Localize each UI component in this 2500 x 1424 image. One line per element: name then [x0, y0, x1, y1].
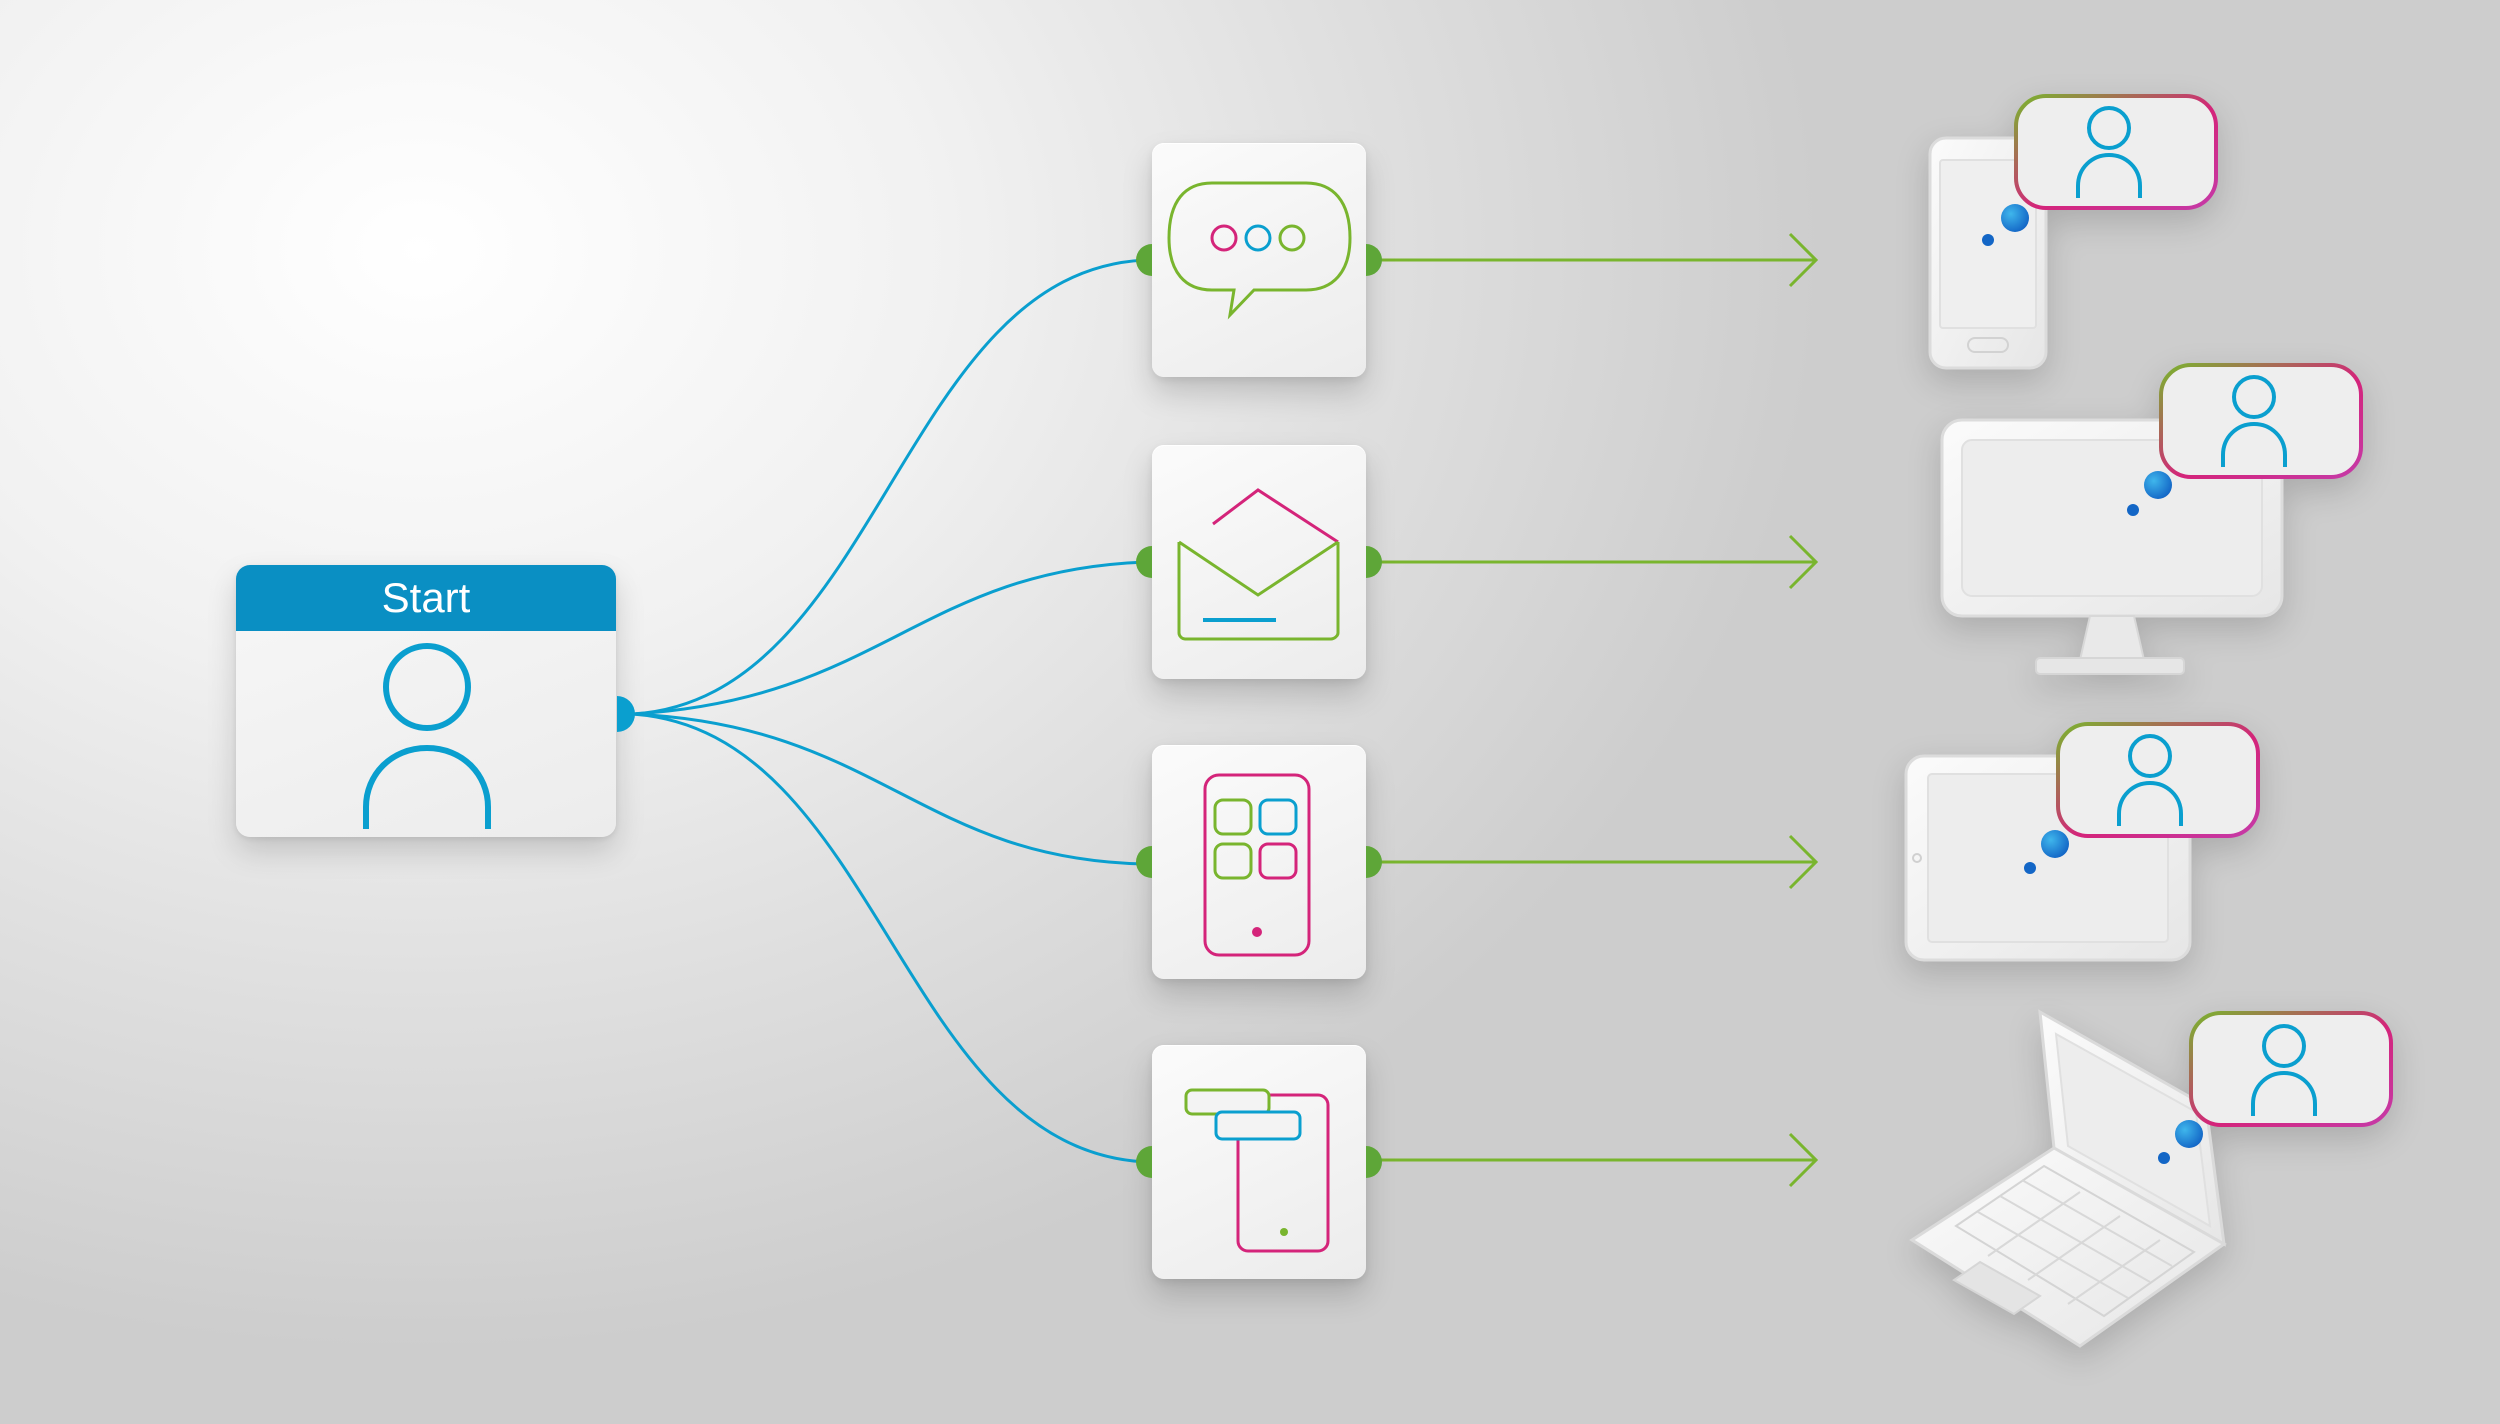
start-node[interactable]: Start — [236, 565, 616, 837]
start-node-title: Start — [236, 565, 616, 631]
device-monitor — [1940, 363, 2363, 675]
user-icon — [2221, 375, 2287, 467]
tablet-user-badge — [2056, 722, 2260, 838]
device-laptop — [1909, 1009, 2393, 1348]
arrow-app-tablet — [1376, 834, 1819, 890]
channel-tile-push[interactable] — [1152, 1045, 1366, 1279]
connector-start-email — [631, 560, 1147, 716]
device-tablet — [1904, 722, 2260, 962]
connector-start-app — [631, 712, 1147, 866]
user-icon — [2117, 734, 2183, 826]
user-icon — [2076, 106, 2142, 198]
connector-start-chat — [631, 258, 1147, 716]
push-notification-icon — [1184, 1088, 1330, 1253]
arrow-email-monitor — [1376, 534, 1819, 590]
user-icon — [2251, 1024, 2317, 1116]
envelope-icon — [1177, 488, 1340, 641]
channel-tile-app[interactable] — [1152, 745, 1366, 979]
channel-tile-email[interactable] — [1152, 445, 1366, 679]
chat-bubble-icon — [1167, 181, 1352, 320]
channel-tile-chat[interactable] — [1152, 143, 1366, 377]
mobile-app-icon — [1203, 773, 1311, 957]
device-smartphone — [1928, 94, 2218, 370]
connector-start-push — [631, 712, 1147, 1164]
user-icon — [363, 643, 491, 829]
arrow-chat-smartphone — [1376, 232, 1819, 288]
smartphone-user-badge — [2014, 94, 2218, 210]
laptop-user-badge — [2189, 1011, 2393, 1127]
monitor-user-badge — [2159, 363, 2363, 479]
arrow-push-laptop — [1376, 1132, 1819, 1188]
